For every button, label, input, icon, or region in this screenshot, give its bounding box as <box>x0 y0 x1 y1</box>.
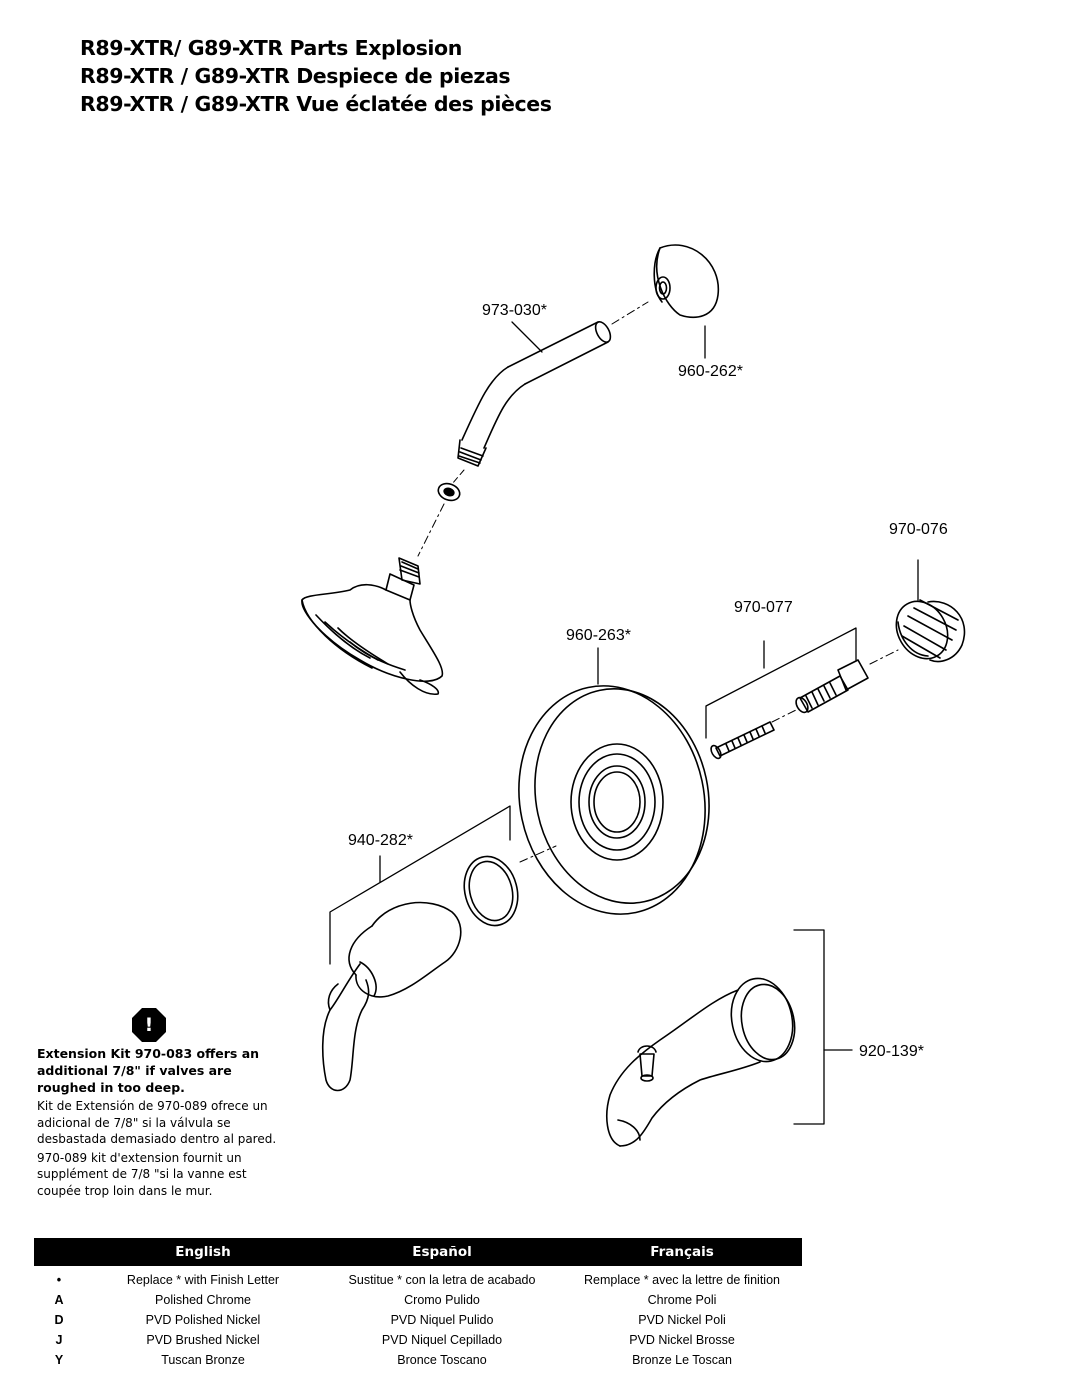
finish-french: PVD Nickel Brosse <box>629 1333 735 1347</box>
title-spanish: R89-XTR / G89-XTR Despiece de piezas <box>80 64 511 88</box>
finish-french: Chrome Poli <box>647 1293 717 1307</box>
header-french: Français <box>650 1244 714 1260</box>
spout-bracket <box>793 929 853 1125</box>
extension-kit-note: Extension Kit 970-083 offers an addition… <box>37 1045 287 1199</box>
screw-kit-bracket <box>705 627 857 739</box>
title-english: R89-XTR/ G89-XTR Parts Explosion <box>80 36 462 60</box>
seat-axis-line <box>869 649 899 665</box>
finish-table-header: English Español Français <box>34 1238 802 1266</box>
table-row: • Replace * with Finish Letter Sustitue … <box>34 1270 802 1290</box>
finish-spanish: Cromo Pulido <box>404 1293 480 1307</box>
showerhead-axis-line <box>417 503 445 557</box>
finish-code: J <box>55 1333 63 1347</box>
callout-960-262: 960-262* <box>678 363 743 380</box>
warning-icon <box>132 1008 166 1042</box>
plug-screw-part <box>795 659 869 714</box>
bonnet-nut-part <box>895 599 966 663</box>
table-row: J PVD Brushed Nickel PVD Niquel Cepillad… <box>34 1330 802 1350</box>
finish-english: PVD Brushed Nickel <box>146 1333 260 1347</box>
header-spanish: Español <box>412 1244 472 1260</box>
shower-flange-part <box>653 244 720 319</box>
handle-axis-line <box>519 845 557 863</box>
finish-table: English Español Français • Replace * wit… <box>34 1238 802 1370</box>
finish-code: Y <box>54 1353 64 1367</box>
callout-973-030: 973-030* <box>482 302 547 319</box>
arm-leader-line <box>511 321 543 353</box>
finish-english: Polished Chrome <box>155 1293 251 1307</box>
table-row: Y Tuscan Bronze Bronce Toscano Bronze Le… <box>34 1350 802 1370</box>
title-block: R89-XTR/ G89-XTR Parts Explosion R89-XTR… <box>80 34 552 118</box>
callout-970-076: 970-076 <box>889 521 948 538</box>
title-french: R89-XTR / G89-XTR Vue éclatée des pièces <box>80 92 552 116</box>
finish-english: Replace * with Finish Letter <box>126 1273 280 1287</box>
header-english: English <box>175 1244 231 1260</box>
callout-970-077: 970-077 <box>734 599 793 616</box>
parts-explosion-diagram <box>132 244 966 1147</box>
table-row: A Polished Chrome Cromo Pulido Chrome Po… <box>34 1290 802 1310</box>
o-ring-part <box>463 855 519 927</box>
washer-axis-line <box>451 469 465 485</box>
table-row: D PVD Polished Nickel PVD Niquel Pulido … <box>34 1310 802 1330</box>
finish-english: PVD Polished Nickel <box>145 1313 261 1327</box>
finish-french: Remplace * avec la lettre de finition <box>584 1273 780 1287</box>
finish-english: Tuscan Bronze <box>161 1353 245 1367</box>
shower-arm-part <box>457 321 612 467</box>
callout-960-263: 960-263* <box>566 627 631 644</box>
finish-spanish: Bronce Toscano <box>397 1353 487 1367</box>
callout-920-139: 920-139* <box>859 1043 924 1060</box>
finish-spanish: PVD Niquel Cepillado <box>381 1333 503 1347</box>
mounting-screw-part <box>710 721 775 760</box>
finish-spanish: PVD Niquel Pulido <box>390 1313 494 1327</box>
callout-940-282: 940-282* <box>348 832 413 849</box>
washer-part <box>437 482 461 502</box>
note-french: 970-089 kit d'extension fournit un suppl… <box>37 1150 247 1198</box>
lever-handle-part <box>321 901 462 1092</box>
finish-code: D <box>54 1313 64 1327</box>
finish-french: Bronze Le Toscan <box>632 1353 732 1367</box>
tub-spout-part <box>606 977 796 1147</box>
screw-axis-line <box>771 709 797 723</box>
handle-bracket <box>329 805 511 965</box>
finish-french: PVD Nickel Poli <box>638 1313 726 1327</box>
finish-code: A <box>54 1293 64 1307</box>
finish-code: • <box>56 1273 62 1287</box>
shower-head-part <box>301 557 444 695</box>
note-spanish: Kit de Extensión de 970-089 ofrece un ad… <box>37 1099 277 1146</box>
flange-axis-line <box>611 301 649 325</box>
warning-icon-glyph: ! <box>144 1014 154 1036</box>
escutcheon-part <box>518 685 710 915</box>
finish-spanish: Sustitue * con la letra de acabado <box>348 1273 536 1287</box>
note-english: Extension Kit 970-083 offers an addition… <box>37 1046 260 1095</box>
